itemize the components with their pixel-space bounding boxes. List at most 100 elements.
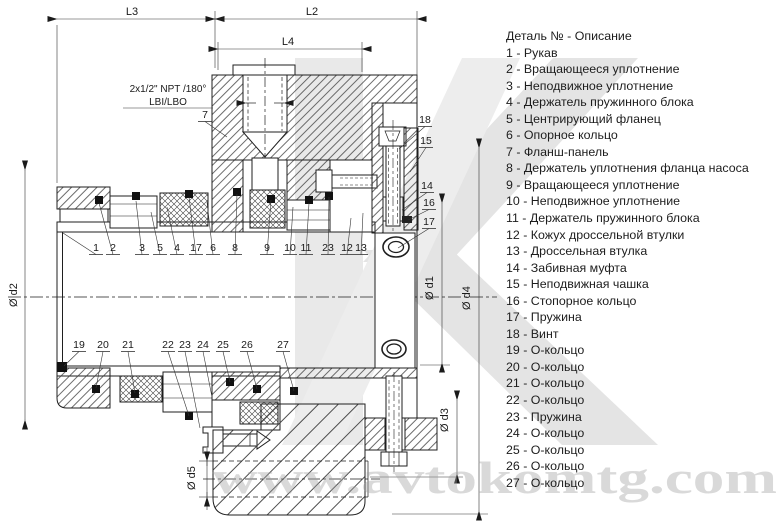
callout-number: 13: [355, 242, 367, 254]
o-ring-mark: [132, 192, 140, 200]
part-row: 1 - Рукав: [506, 45, 558, 60]
callout-number: 19: [73, 339, 85, 351]
bottom-housing: [212, 403, 366, 516]
callout-number: 24: [197, 339, 209, 351]
o-ring-mark: [325, 192, 333, 200]
lower-stationary-seal: [119, 375, 163, 403]
o-ring-mark: [233, 188, 241, 196]
part-row: 26 - О-кольцо: [506, 459, 585, 474]
callout-number: 25: [217, 339, 229, 351]
callout-leader: [360, 212, 364, 255]
stationary-cup: [403, 127, 419, 231]
rotating-seal: [109, 195, 158, 229]
callout-number: 15: [420, 135, 432, 147]
part-row: 4 - Держатель пружинного блока: [506, 95, 694, 110]
callout-leader: [184, 351, 201, 429]
callout-number: 7: [202, 109, 208, 121]
callout-number: 3: [139, 242, 145, 254]
callout-leader: [266, 199, 272, 255]
callout-number: 12: [341, 242, 353, 254]
o-ring-mark: [95, 196, 103, 204]
dimension-lines: [22, 11, 488, 521]
callout-leader: [397, 228, 430, 249]
part-row: 11 - Держатель пружинного блока: [506, 211, 700, 226]
callout-number: 20: [97, 339, 109, 351]
callout-leader: [202, 351, 213, 398]
callout-number: 16: [423, 197, 435, 209]
port-boss: [232, 64, 296, 76]
watermark-url: www.avtokomtg.com: [212, 452, 777, 503]
callout-leader: [206, 201, 214, 255]
callout-number: 4: [174, 242, 180, 254]
callout-leader: [63, 351, 80, 367]
callout-leader: [167, 351, 190, 417]
lower-collar: [56, 367, 111, 409]
part-row: 17 - Пружина: [506, 310, 582, 325]
callout-number: 17: [423, 216, 435, 228]
part-row: 27 - О-кольцо: [506, 475, 585, 490]
part-row: 25 - О-кольцо: [506, 442, 585, 457]
dim-d4-label: Ø d4: [461, 286, 473, 310]
part-row: 2 - Вращающееся уплотнение: [506, 62, 680, 77]
callout-number: 11: [301, 242, 312, 254]
callout-leader: [166, 206, 178, 255]
o-ring-mark: [267, 195, 275, 203]
cap-screw-shank: [331, 174, 378, 189]
callout-number: 22: [162, 339, 174, 351]
screw-head: [378, 126, 407, 147]
part-row: 23 - Пружина: [506, 409, 582, 424]
o-ring-mark: [185, 190, 193, 198]
port-spec-label: 2x1/2" NPT /180°: [130, 84, 207, 95]
throttle-bushing-housing: [374, 232, 416, 369]
callout-leader: [409, 147, 427, 173]
callout-leader: [62, 232, 97, 255]
part-row: 5 - Центрирующий фланец: [506, 111, 661, 126]
callout-number: 23: [322, 242, 334, 254]
part-row: 21 - О-кольцо: [506, 376, 585, 391]
callout-leader: [222, 351, 231, 383]
part-row: 8 - Держатель уплотнения фланца насоса: [506, 161, 749, 176]
dim-d1-label: Ø d1: [424, 276, 436, 300]
part-row: 20 - О-кольцо: [506, 359, 585, 374]
callout-leader: [305, 202, 310, 255]
part-row: 9 - Вращающееся уплотнение: [506, 177, 680, 192]
port-lines-label: LBI/LBO: [149, 97, 187, 108]
part-row: 15 - Неподвижная чашка: [506, 277, 649, 292]
part-row: 12 - Кожух дроссельной втулки: [506, 227, 685, 242]
callout-number: 21: [122, 339, 134, 351]
stop-ring: [402, 216, 412, 223]
callout-leader: [135, 200, 143, 255]
callout-leader: [246, 351, 258, 390]
part-row: 16 - Стопорное кольцо: [506, 293, 637, 308]
o-ring-mark: [131, 390, 139, 398]
spring-lower: [381, 339, 407, 359]
callout-leader: [204, 121, 228, 138]
part-row: 10 - Неподвижное уплотнение: [506, 194, 681, 209]
callout-leader: [95, 351, 104, 389]
port-cone: [241, 131, 289, 158]
part-row: 19 - О-кольцо: [506, 343, 585, 358]
flange-foot-left: [211, 159, 244, 233]
callout-leader: [150, 211, 161, 255]
seal-cross-section: [8, 58, 497, 516]
cap-screw-head: [315, 169, 333, 193]
o-ring-mark: [305, 196, 313, 204]
dim-d3-label: Ø d3: [439, 408, 451, 432]
callout-number: 18: [419, 114, 431, 126]
callout-number: 8: [232, 242, 238, 254]
part-row: 13 - Дроссельная втулка: [506, 244, 648, 259]
callout-number: 6: [210, 242, 216, 254]
callout-leader: [127, 351, 136, 394]
callout-leader: [282, 351, 295, 392]
spring-upper: [382, 236, 410, 258]
callout-number: 14: [421, 180, 433, 192]
callout-leader: [188, 196, 197, 255]
dim-L2-label: L2: [306, 6, 318, 18]
callout-number: 5: [157, 242, 163, 254]
part-row: 24 - О-кольцо: [506, 426, 585, 441]
part-row: 14 - Забивная муфта: [506, 260, 627, 275]
